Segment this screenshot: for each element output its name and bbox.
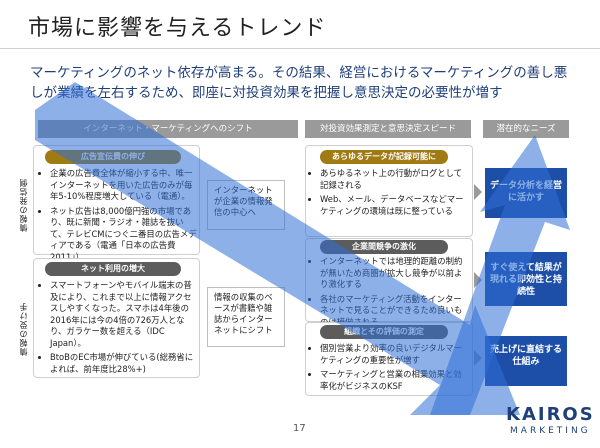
bullet-item: マーケティングと営業の相乗効果と効率化がビジネスのKSF (320, 369, 468, 392)
kairos-logo: KAIROS MARKETING (506, 405, 595, 437)
row-label-receiver: 情報の受け手 (19, 302, 28, 356)
need-data-analysis: データ分析を経営に活かす (485, 168, 567, 218)
logo-sub-text: MARKETING (510, 426, 591, 436)
pill-ad-growth: 広告宣伝費の伸び (45, 150, 181, 164)
roi-section-2-bullets: インターネットでは地理的距離の制約が無いため商圏が拡大し競争が以前より激化する … (310, 256, 468, 331)
chevron-right-icon (474, 272, 482, 288)
column-header-needs: 潜在的なニーズ (483, 120, 569, 138)
pill-data-recordable: あらゆるデータが記録可能に (320, 150, 448, 164)
column-header-shift: インターネット・マーケティングへのシフト (38, 120, 298, 138)
pill-net-usage: ネット利用の増大 (45, 262, 181, 276)
need-sales-mechanism: 売上げに直結する仕組み (485, 336, 567, 386)
pill-organization-eval: 組織とその評価の測定 (320, 325, 448, 339)
bullet-item: ネット広告は8,000億円強の市場であり、既に新聞・ラジオ・雑誌を抜いて、テレビ… (50, 206, 198, 264)
row-label-sender: 情報の発信側 (19, 178, 28, 232)
bullet-item: Web、メール、データベースなどマーケティングの環境は既に整っている (320, 194, 468, 217)
title-divider (0, 48, 600, 49)
column-header-roi: 対投資効果測定と意思決定スピード (305, 120, 471, 138)
left-bottom-bullets: スマートフォーンやモバイル端末の普及により、これまで以上に情報アクセスしやすくな… (40, 280, 198, 378)
slide-title: 市場に影響を与えるトレンド (28, 16, 327, 41)
bullet-item: あらゆるネット上の行動がログとして記録される (320, 168, 468, 191)
mid-box-corporate-info: インターネットが企業の情報発信の中心へ (207, 180, 285, 230)
bullet-item: 個別営業より効率の良いデジタルマーケティングの重要性が増す (320, 343, 468, 366)
chevron-right-icon (474, 350, 482, 366)
chevron-right-icon (474, 184, 482, 200)
left-top-bullets: 企業の広告費全体が縮小する中、唯一インターネットを用いた広告のみが毎年5-10%… (40, 168, 198, 266)
bullet-item: BtoBのEC市場が伸びている(総務省によれば、前年度比28%+) (50, 352, 198, 375)
bullet-item: インターネットでは地理的距離の制約が無いため商圏が拡大し競争が以前より激化する (320, 256, 468, 291)
bullet-item: 企業の広告費全体が縮小する中、唯一インターネットを用いた広告のみが毎年5-10%… (50, 168, 198, 203)
mid-box-info-collection: 情報の収集のベースが書籍や雑誌からインターネットにシフト (207, 287, 285, 347)
logo-main-text: KAIROS (506, 404, 595, 425)
roi-section-1-bullets: あらゆるネット上の行動がログとして記録される Web、メール、データベースなどマ… (310, 168, 468, 220)
bullet-item: スマートフォーンやモバイル端末の普及により、これまで以上に情報アクセスしやすくな… (50, 280, 198, 349)
pill-competition: 企業間競争の激化 (320, 240, 448, 254)
need-immediate-effect: すぐ使えて結果が現れる即効性と持続性 (485, 252, 567, 306)
roi-section-3-bullets: 個別営業より効率の良いデジタルマーケティングの重要性が増す マーケティングと営業… (310, 343, 468, 395)
page-number: 17 (293, 423, 306, 434)
lead-text: マーケティングのネット依存が高まる。その結果、経営におけるマーケティングの善し悪… (30, 65, 568, 101)
